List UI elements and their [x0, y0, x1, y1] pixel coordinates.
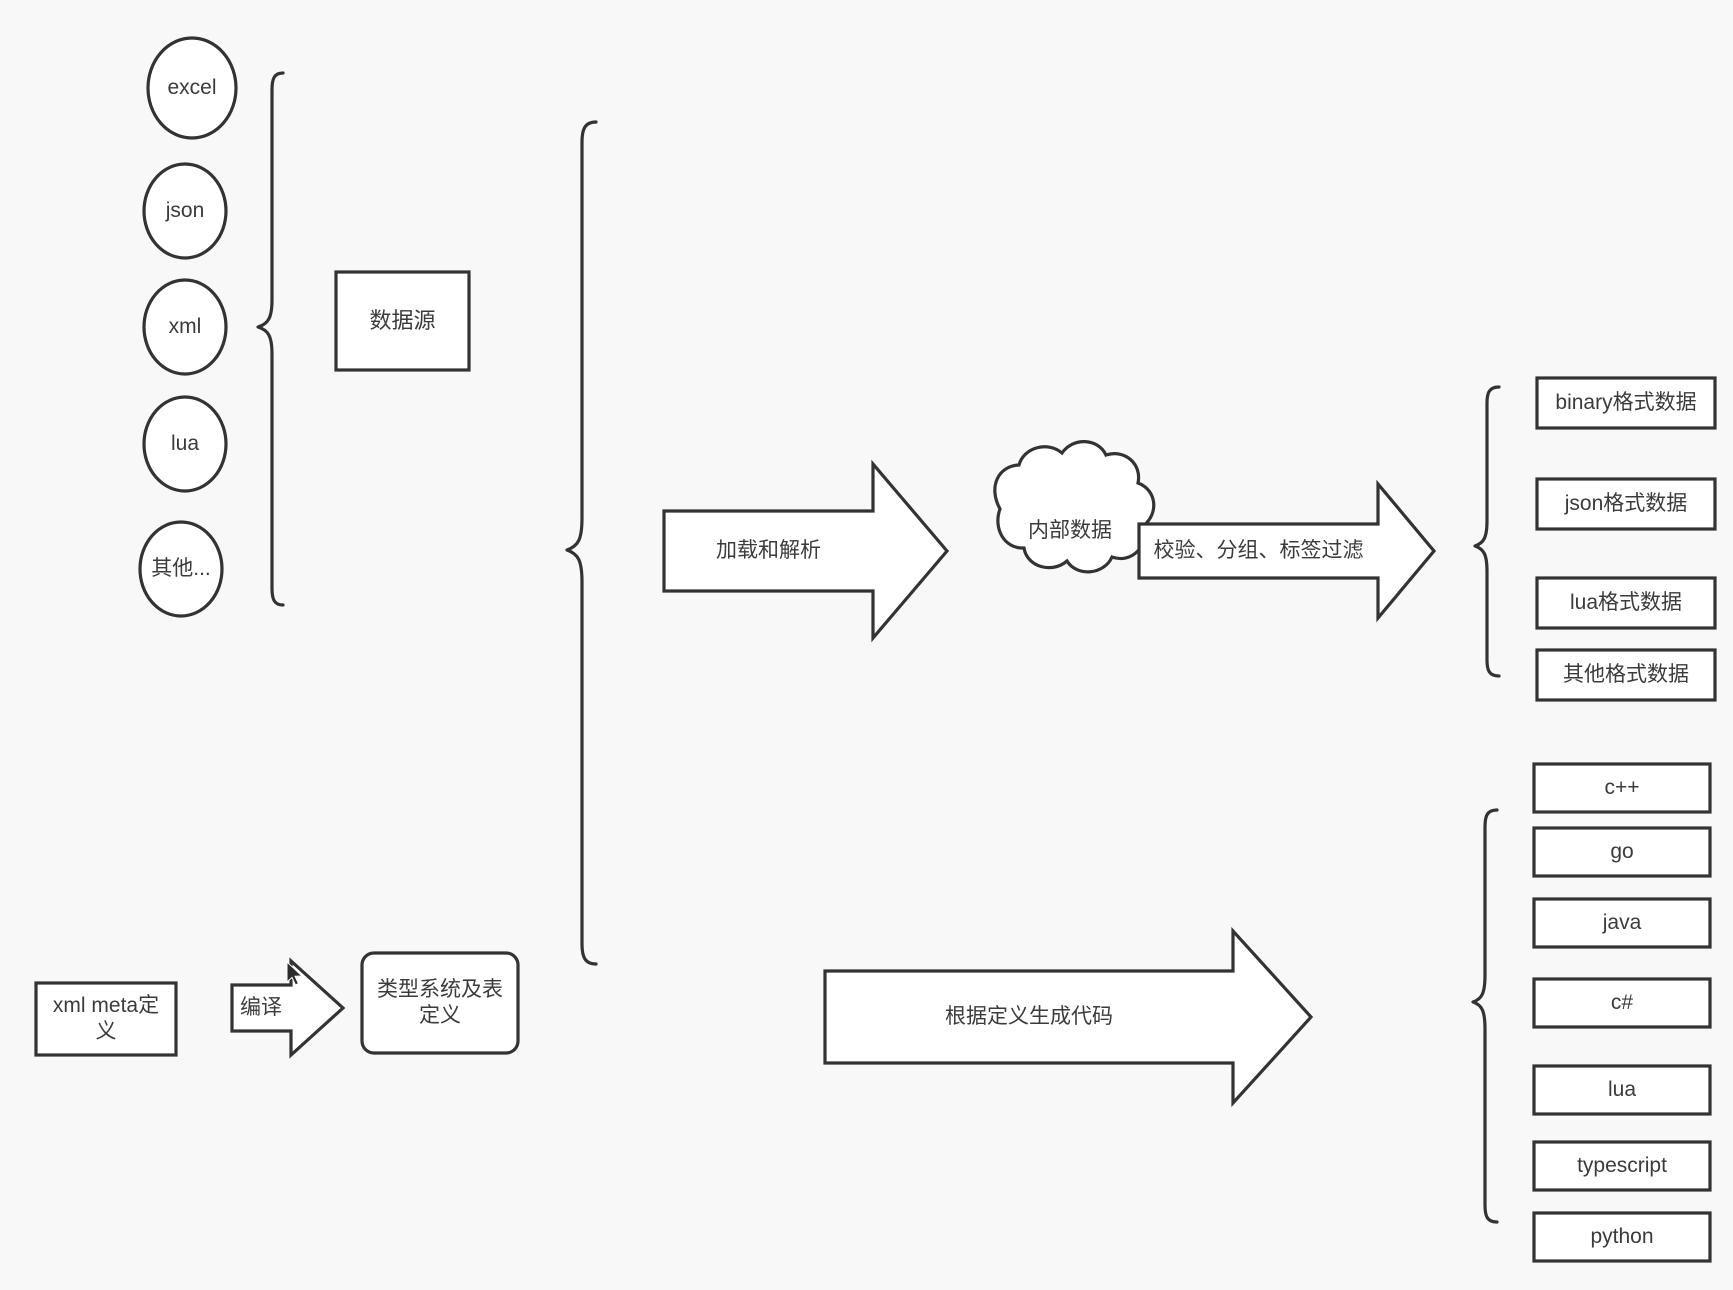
validate-filter-arrow[interactable]	[1137, 479, 1437, 623]
output-box-lua[interactable]	[1535, 576, 1717, 630]
codegen-arrow[interactable]	[823, 926, 1314, 1108]
data-source-box[interactable]	[334, 270, 471, 372]
lang-box-typescript[interactable]	[1532, 1140, 1712, 1192]
source-ellipse-excel[interactable]	[146, 36, 238, 140]
lang-box-csharp[interactable]	[1532, 977, 1712, 1029]
sources-brace	[256, 71, 285, 607]
output-box-other[interactable]	[1535, 648, 1717, 702]
pipeline-input-brace	[565, 120, 598, 966]
lang-box-lua[interactable]	[1532, 1064, 1712, 1116]
lang-box-python[interactable]	[1532, 1211, 1712, 1263]
lang-box-go[interactable]	[1532, 826, 1712, 878]
source-ellipse-json[interactable]	[142, 162, 228, 260]
source-ellipse-other[interactable]	[138, 520, 224, 618]
language-brace	[1471, 808, 1499, 1224]
load-parse-arrow[interactable]	[662, 459, 950, 643]
type-system-box[interactable]	[360, 951, 520, 1055]
xml-meta-box[interactable]	[34, 981, 178, 1057]
output-box-binary[interactable]	[1535, 376, 1717, 430]
source-ellipse-lua[interactable]	[142, 395, 228, 493]
output-box-json[interactable]	[1535, 477, 1717, 531]
compile-arrow[interactable]	[230, 957, 346, 1059]
lang-box-java[interactable]	[1532, 897, 1712, 949]
source-ellipse-xml[interactable]	[142, 278, 228, 376]
internal-data-cloud[interactable]	[993, 440, 1156, 574]
data-format-brace	[1473, 385, 1501, 678]
lang-box-cpp[interactable]	[1532, 762, 1712, 814]
